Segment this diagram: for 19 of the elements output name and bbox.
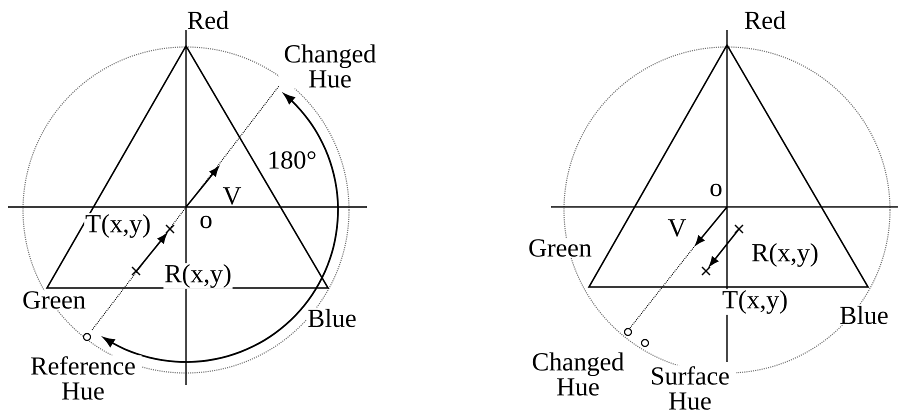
hue-label: Changed Hue [527, 351, 629, 397]
point-label: R(x,y) [750, 242, 820, 268]
vertex-label: Red [186, 10, 230, 30]
vector-label: V [222, 186, 242, 206]
vector-label: V [666, 218, 688, 238]
vertex-label: Green [527, 238, 593, 258]
vertex-label: Blue [838, 304, 890, 326]
vertex-label: Green [21, 290, 87, 310]
hue-label: Surface Hue [644, 365, 736, 411]
hue-label: Reference Hue [24, 355, 142, 401]
angle-label: 180° [266, 150, 318, 170]
point-label: T(x,y) [84, 213, 152, 239]
vertex-label: Blue [306, 308, 358, 328]
origin-label: o [198, 214, 214, 230]
point-label: R(x,y) [163, 263, 233, 289]
origin-label: o [708, 182, 724, 198]
point-label: T(x,y) [721, 289, 789, 315]
vertex-label: Red [743, 10, 787, 30]
hue-label: Changed Hue [279, 43, 381, 89]
